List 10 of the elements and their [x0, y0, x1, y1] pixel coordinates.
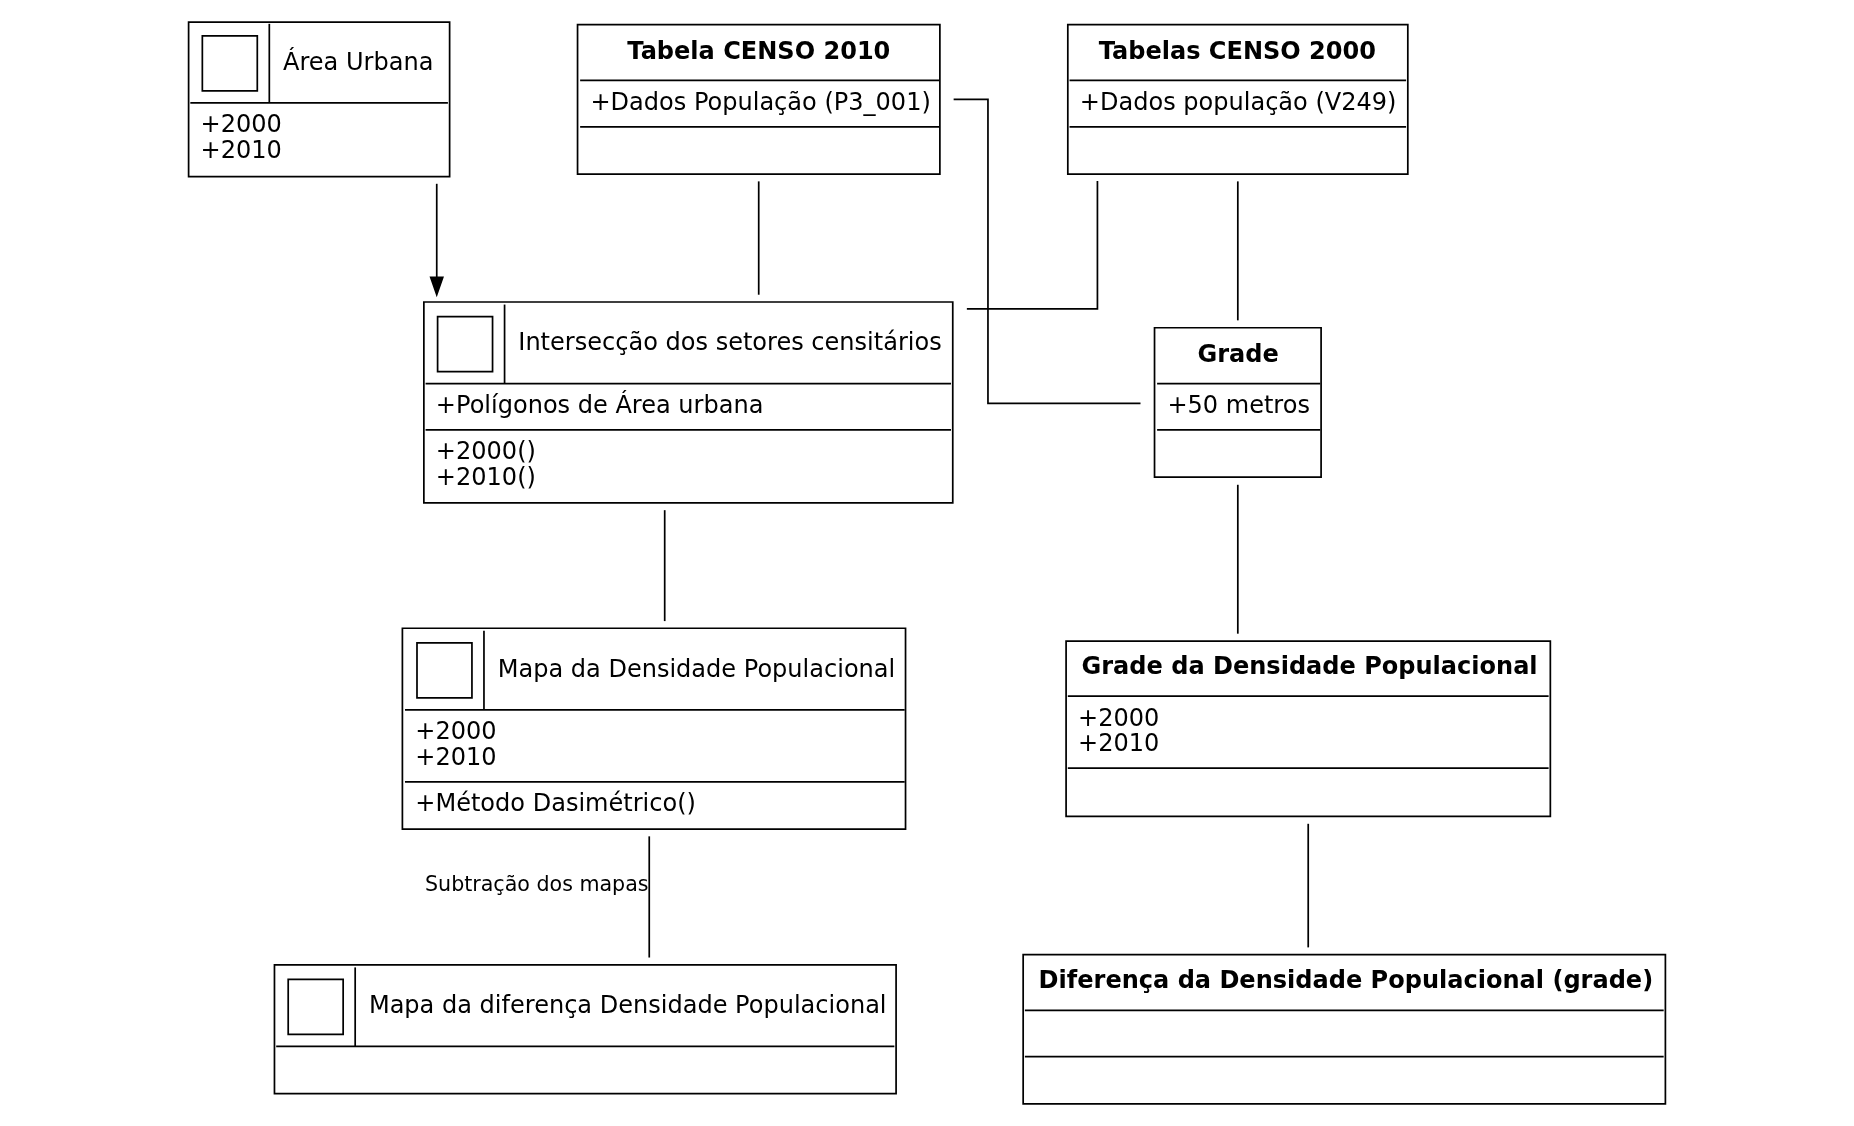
- connector: [1307, 822, 1310, 949]
- connector: [1236, 483, 1239, 635]
- arrow: [429, 182, 444, 298]
- connector: [648, 835, 651, 959]
- connector: [966, 180, 1099, 310]
- edge-label: Subtração dos mapas: [425, 872, 649, 897]
- connector: [1236, 180, 1239, 322]
- connector: [757, 180, 760, 296]
- connector: [952, 98, 1142, 405]
- connector: [663, 509, 666, 622]
